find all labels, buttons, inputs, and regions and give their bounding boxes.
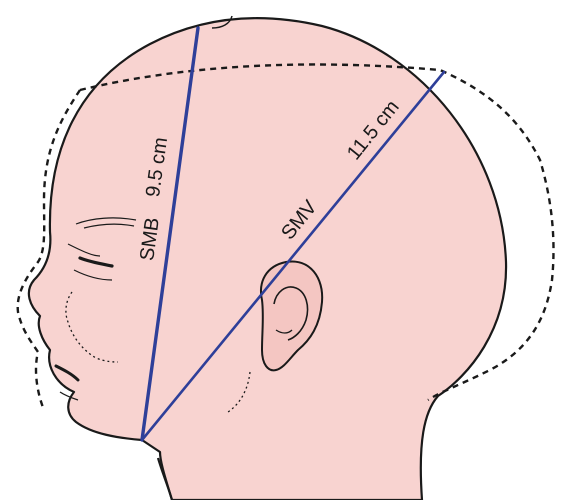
smb-measurement-line	[140, 26, 200, 442]
neck-line	[156, 457, 174, 500]
ear-inner-curl	[275, 329, 293, 334]
head-silhouette	[27, 17, 508, 500]
ear-inner-fold	[273, 286, 309, 341]
eyelid-crease	[67, 243, 113, 281]
dashed-skull-outline	[16, 63, 555, 411]
eyebrow	[75, 217, 137, 229]
closed-eye	[78, 256, 114, 268]
mouth	[54, 364, 80, 382]
fontanelle-line	[211, 15, 233, 29]
smv-measurement-line	[140, 70, 446, 442]
chin-line	[59, 391, 79, 401]
cheek-dotted-line	[65, 291, 119, 363]
ear	[260, 260, 324, 372]
